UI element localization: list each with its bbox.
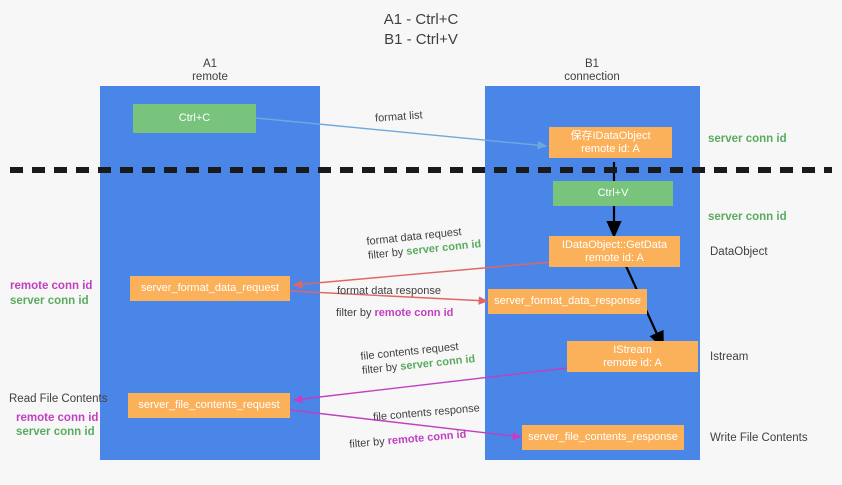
filter-value-remote-conn-id: remote conn id [387, 428, 467, 448]
edge-label-file-contents-response: file contents response filter by remote … [347, 401, 483, 451]
edge-label-format-data-response-text: format data response [337, 285, 441, 297]
filter-prefix: filter by [367, 245, 407, 262]
node-idataobject-store-label: 保存IDataObject [570, 129, 651, 142]
filter-value-remote-conn-id: remote conn id [374, 307, 454, 319]
node-server-file-contents-response[interactable]: server_file_contents_response [522, 425, 684, 450]
node-server-format-data-response-label: server_format_data_response [494, 295, 641, 307]
node-ctrl-v[interactable]: Ctrl+V [553, 181, 673, 206]
left-label-remote-conn-id-1: remote conn id [10, 280, 93, 292]
title-line-2: B1 - Ctrl+V [384, 31, 458, 48]
edge-label-format-data-response-filter: filter by remote conn id [336, 306, 453, 320]
node-server-format-data-response[interactable]: server_format_data_response [488, 289, 647, 314]
title-line-1: A1 - Ctrl+C [383, 11, 459, 28]
node-idataobject-getdata[interactable]: IDataObject::GetData remote id: A [549, 236, 680, 267]
node-ctrl-v-label: Ctrl+V [597, 187, 629, 199]
left-label-server-conn-id-2: server conn id [16, 426, 95, 438]
lane-b1-subtitle: connection [564, 71, 620, 83]
edge-label-file-contents-response-filter: filter by remote conn id [349, 426, 483, 452]
right-label-server-conn-id-1: server conn id [708, 133, 787, 145]
node-istream-remote-id: remote id: A [603, 356, 662, 369]
lane-a1-title: A1 [202, 58, 218, 70]
edge-label-format-data-response: format data response filter by remote co… [336, 284, 453, 320]
node-server-file-contents-response-label: server_file_contents_response [528, 431, 678, 443]
node-idataobject-store-remote-id: remote id: A [581, 142, 640, 155]
node-idataobject-getdata-remote-id: remote id: A [585, 251, 644, 264]
node-istream[interactable]: IStream remote id: A [567, 341, 698, 372]
left-label-server-conn-id-1: server conn id [10, 295, 89, 307]
page-title: A1 - Ctrl+C B1 - Ctrl+V [0, 10, 842, 50]
node-idataobject-getdata-label: IDataObject::GetData [561, 238, 668, 251]
edge-label-format-data-request: format data request filter by server con… [366, 223, 482, 263]
right-label-write-file-contents: Write File Contents [710, 432, 808, 444]
filter-prefix: filter by [348, 435, 389, 451]
right-label-dataobject: DataObject [710, 246, 768, 258]
lane-b1-title: B1 [584, 58, 600, 70]
node-server-file-contents-request-label: server_file_contents_request [138, 399, 280, 411]
right-label-server-conn-id-2: server conn id [708, 211, 787, 223]
node-ctrl-c[interactable]: Ctrl+C [133, 104, 256, 133]
edge-label-format-list-text: format list [374, 109, 424, 125]
edge-label-file-contents-response-text: file contents response [372, 402, 481, 424]
left-label-read-file-contents: Read File Contents [9, 393, 108, 405]
left-label-remote-conn-id-2: remote conn id [16, 412, 99, 424]
edge-label-format-list: format list [375, 108, 424, 125]
edge-label-file-contents-request: file contents request filter by server c… [360, 338, 476, 378]
node-server-format-data-request-label: server_format_data_request [140, 282, 280, 294]
node-server-format-data-request[interactable]: server_format_data_request [130, 276, 290, 301]
lane-header-b1: B1 connection [512, 58, 672, 84]
node-idataobject-store[interactable]: 保存IDataObject remote id: A [549, 127, 672, 158]
node-ctrl-c-label: Ctrl+C [178, 112, 211, 124]
filter-prefix: filter by [336, 307, 375, 319]
right-label-istream: Istream [710, 351, 749, 363]
filter-prefix: filter by [361, 360, 401, 377]
lane-header-a1: A1 remote [130, 58, 290, 84]
node-istream-label: IStream [613, 343, 652, 356]
lane-a1-subtitle: remote [192, 71, 228, 83]
node-server-file-contents-request[interactable]: server_file_contents_request [128, 393, 290, 418]
